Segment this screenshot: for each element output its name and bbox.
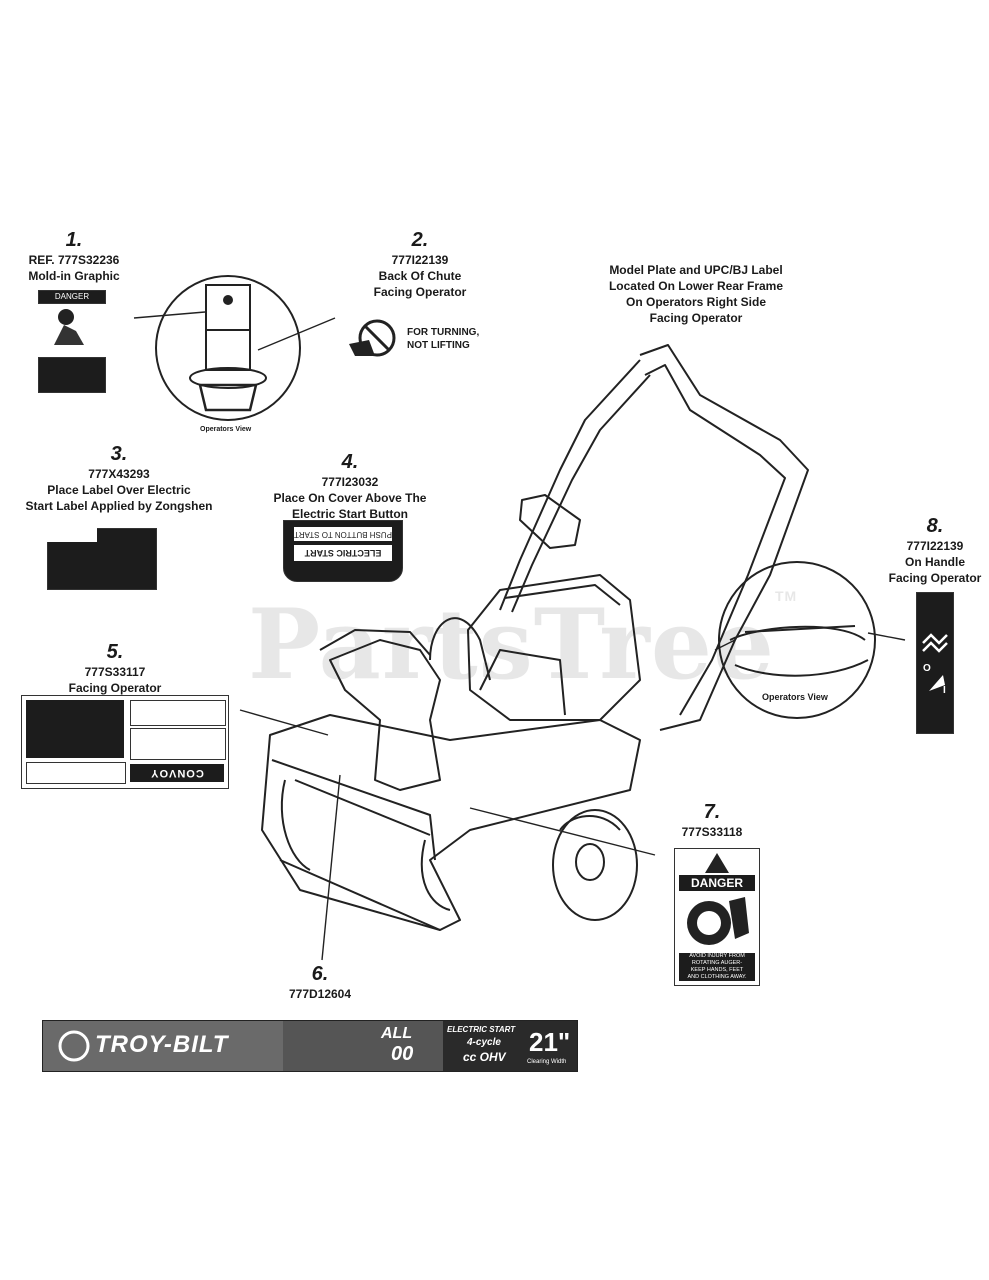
handle-left-tube-2 xyxy=(511,374,651,613)
callout-4: 4. 777I23032 Place On Cover Above The El… xyxy=(260,450,440,522)
chute xyxy=(329,639,441,791)
decal-7-danger: DANGER AVOID INJURY FROM ROTATING AUGER-… xyxy=(674,848,760,986)
wheel-rim xyxy=(559,815,621,831)
chute-top xyxy=(319,629,431,656)
leader-8b xyxy=(714,639,736,651)
decal-5: CONVOY xyxy=(21,695,229,789)
callout-number: 7. xyxy=(703,801,721,823)
banner-feature2: 4-cycle xyxy=(467,1037,501,1048)
wheel xyxy=(552,809,638,921)
operators-view-label-2: Operators View xyxy=(762,692,828,702)
callout-6: 6. 777D12604 xyxy=(270,962,370,1002)
decal-2-turning: FOR TURNING, NOT LIFTING xyxy=(345,312,485,370)
decal-4-electric-start: PUSH BUTTON TO START ELECTRIC START xyxy=(283,520,403,582)
callout-2: 2. 777I22139 Back Of Chute Facing Operat… xyxy=(345,228,495,300)
scraper-bar xyxy=(294,779,431,836)
chute-handle xyxy=(429,617,491,681)
banner-width-label: Clearing Width xyxy=(527,1059,567,1065)
callout-number: 2. xyxy=(411,229,429,251)
decal-1-danger-strip: DANGER xyxy=(38,290,106,304)
decal-1-warning-pictogram xyxy=(50,305,90,347)
callout-7: 7. 777S33118 xyxy=(662,800,762,840)
engine-top xyxy=(504,584,621,606)
housing-front xyxy=(271,759,436,861)
callout-number: 6. xyxy=(311,963,329,985)
decal-banner-troy-bilt: TROY-BILT ALL 00 ELECTRIC START 4-cycle … xyxy=(42,1020,578,1072)
wheel-hub xyxy=(575,843,605,881)
leader-2 xyxy=(257,317,336,351)
handle-grip xyxy=(519,494,581,549)
callout-number: 3. xyxy=(110,443,128,465)
operators-view-label-1: Operators View xyxy=(200,426,252,433)
detail-circle-chute xyxy=(155,275,301,421)
callout-5: 5. 777S33117 Facing Operator xyxy=(60,640,170,696)
engine-box xyxy=(467,574,641,721)
banner-model: ALL xyxy=(381,1025,413,1042)
auger-left xyxy=(280,779,311,871)
leader-8 xyxy=(867,632,906,641)
handle-inner xyxy=(644,364,786,716)
handle-outer xyxy=(639,344,809,731)
auger-housing xyxy=(261,714,641,931)
detail-circle-handle xyxy=(718,561,876,719)
decal-8-handle: O I xyxy=(916,592,954,734)
housing-bottom xyxy=(279,859,441,931)
leader-1 xyxy=(133,311,206,319)
banner-model-num: 00 xyxy=(391,1043,414,1065)
model-plate-note: Model Plate and UPC/BJ Label Located On … xyxy=(608,263,784,325)
watermark: PartsTreeTM xyxy=(248,588,798,701)
decal-3-notch xyxy=(47,528,97,542)
callout-3: 3. 777X43293 Place Label Over Electric S… xyxy=(4,442,234,514)
callout-8: 8. 777I22139 On Handle Facing Operator xyxy=(880,514,989,586)
callout-number: 5. xyxy=(106,641,124,663)
callout-number: 1. xyxy=(65,229,83,251)
leader-6 xyxy=(321,774,341,961)
banner-feature1: ELECTRIC START xyxy=(447,1025,516,1034)
banner-width: 21" xyxy=(529,1027,571,1057)
decal-1-text-block xyxy=(38,357,106,393)
leader-5 xyxy=(239,709,329,736)
banner-engine: cc OHV xyxy=(463,1050,506,1064)
auger-right xyxy=(420,839,451,911)
handle-left-tube xyxy=(499,359,641,611)
callout-number: 4. xyxy=(341,451,359,473)
callout-number: 8. xyxy=(926,515,944,537)
leader-7 xyxy=(469,807,656,856)
callout-1: 1. REF. 777S32236 Mold-in Graphic xyxy=(14,228,134,284)
banner-brand: TROY-BILT xyxy=(95,1031,229,1058)
engine-tank xyxy=(479,649,566,716)
